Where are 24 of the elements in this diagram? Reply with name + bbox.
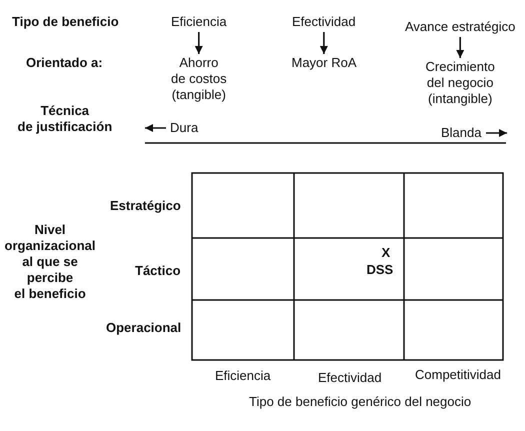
cell-label: DSS [366,262,394,278]
orientation-label: Mayor RoA [292,55,357,71]
axis-title: Nivel organizacional al que se percibe el beneficio [4,222,96,302]
row-heading: Orientado a: [26,55,103,71]
row-label: Táctico [135,263,181,279]
column-label: Competitividad [415,367,501,383]
column-label: Eficiencia [215,368,271,384]
arrow [194,32,203,54]
row-heading: Tipo de beneficio [12,14,119,30]
column-label: Efectividad [318,370,382,386]
row-label: Estratégico [110,198,181,214]
scale-end-label: Blanda [441,125,482,141]
arrow [320,32,328,54]
benefit-type-label: Eficiencia [171,14,227,30]
row-label: Operacional [106,320,182,336]
benefit-type-label: Avance estratégico [405,19,516,35]
benefit-type-label: Efectividad [292,14,356,30]
orientation-label: Ahorro de costos (tangible) [171,55,227,103]
row-heading: Técnica de justificación [18,103,112,135]
axis-title: Tipo de beneficio genérico del negocio [249,394,472,410]
position-mark: X [382,245,390,261]
scale-end-label: Dura [170,120,198,136]
arrow [456,37,464,58]
orientation-label: Crecimiento del negocio (intangible) [426,59,495,107]
